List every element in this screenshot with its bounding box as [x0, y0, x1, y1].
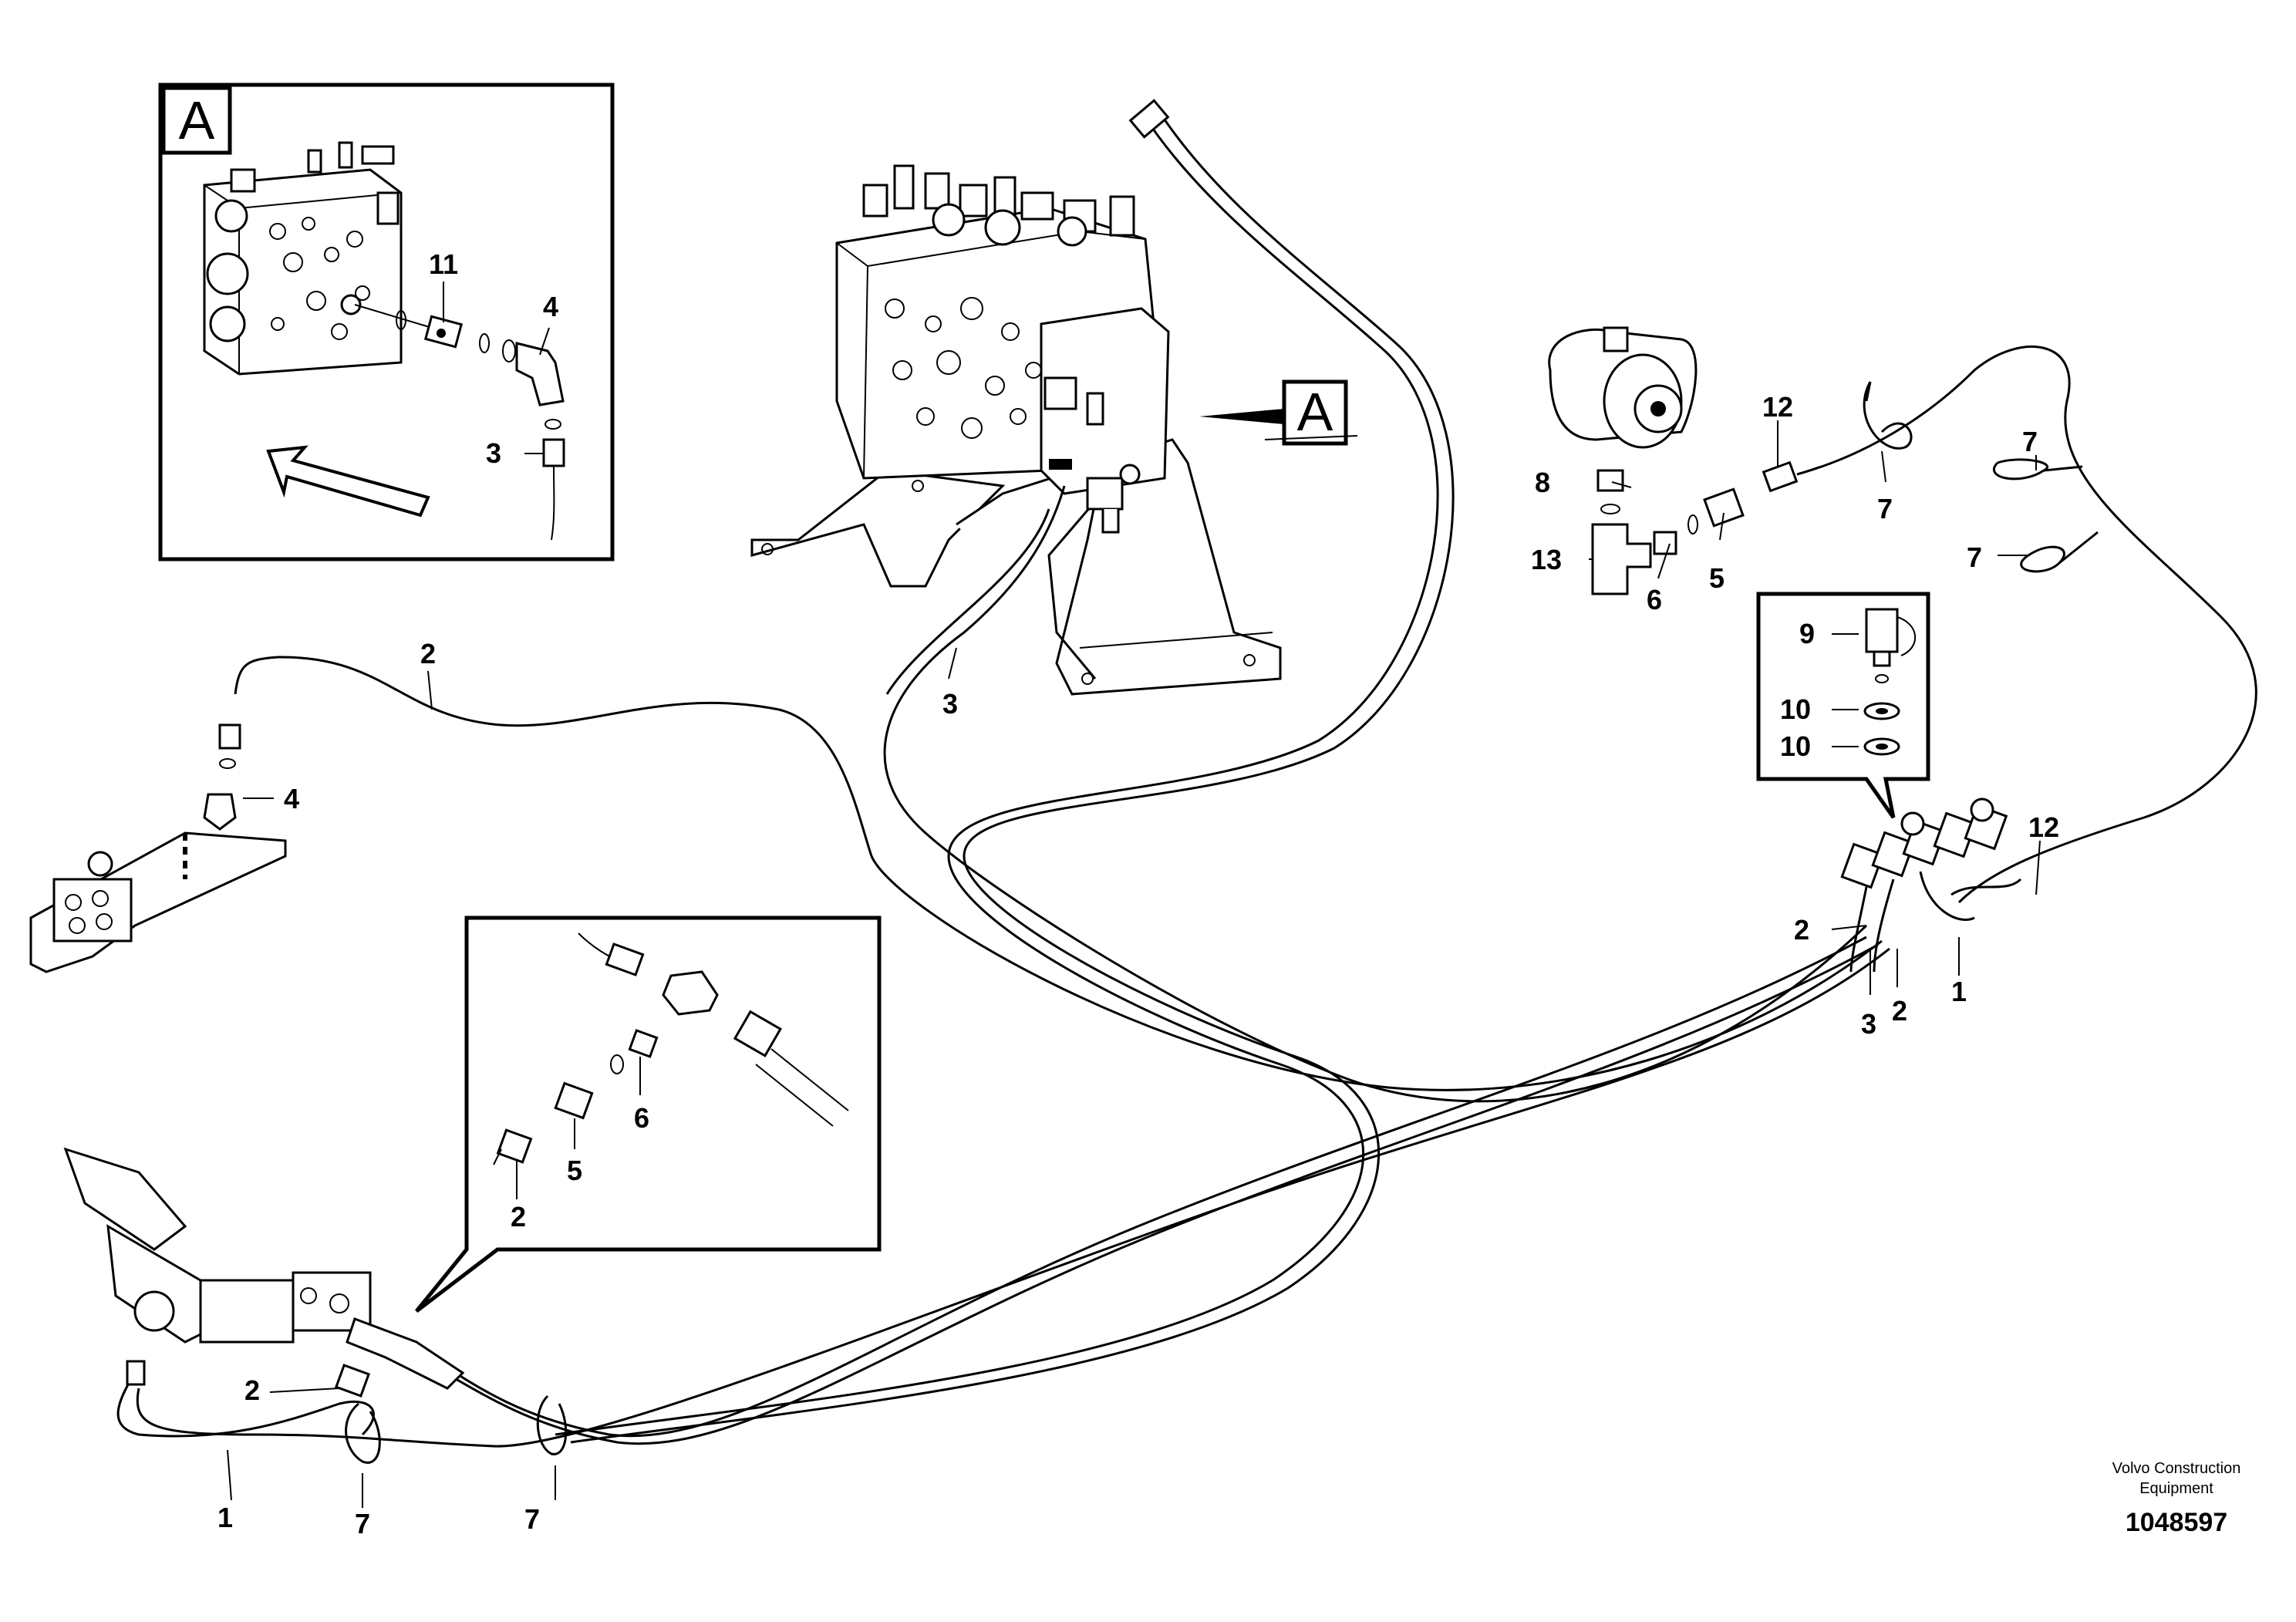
- pedal-assembly: [63, 1147, 465, 1398]
- sensor-9: [1865, 608, 1899, 653]
- callout-5-top: 5: [1709, 562, 1725, 594]
- view-marker-letter: A: [1297, 382, 1333, 442]
- callout-7-bottom-a: 7: [355, 1508, 370, 1539]
- callout-9: 9: [1799, 618, 1815, 649]
- callout-2-right-b: 2: [1892, 995, 1907, 1027]
- callout-12-top: 12: [1762, 391, 1793, 423]
- callout-1-right: 1: [1951, 976, 1967, 1007]
- tee-fitting-13: [1591, 523, 1652, 595]
- test-port-group: [1840, 798, 2008, 973]
- callout-a11: 11: [429, 248, 458, 280]
- view-marker-a: A: [1199, 379, 1348, 446]
- document-number: 1048597: [2126, 1508, 2227, 1537]
- callout-6-detail: 6: [634, 1102, 649, 1134]
- callout-a4: 4: [543, 291, 558, 322]
- cable-ties-top: [1863, 381, 2099, 573]
- callout-3-right: 3: [1861, 1008, 1876, 1040]
- pilot-valve-bracket: [29, 723, 287, 973]
- fitting-8: [1596, 469, 1624, 492]
- callout-3-valve: 3: [942, 688, 958, 720]
- fitting-6: [1653, 531, 1677, 555]
- callout-10-b: 10: [1780, 730, 1811, 762]
- callout-4-left: 4: [284, 783, 299, 814]
- callout-a3: 3: [486, 437, 501, 469]
- main-control-valve: [750, 164, 1282, 696]
- callout-12-right: 12: [2028, 811, 2059, 843]
- view-direction-arrow: [266, 445, 430, 518]
- cable-ties-bottom: [345, 1394, 568, 1464]
- callout-7-bottom-b: 7: [524, 1503, 540, 1535]
- callout-2-bottom: 2: [244, 1374, 260, 1406]
- callout-7-top-c: 7: [1967, 541, 1982, 573]
- callout-6-top: 6: [1647, 584, 1662, 615]
- callout-10-a: 10: [1780, 693, 1811, 725]
- hose-lines: [116, 99, 2257, 1448]
- callout-13: 13: [1531, 544, 1562, 575]
- callout-2-right: 2: [1794, 914, 1809, 946]
- callout-2-top: 2: [420, 638, 436, 669]
- detail-a-fittings: [354, 304, 565, 541]
- hydraulic-pump: [1548, 326, 1698, 449]
- callout-2-detail: 2: [511, 1201, 526, 1233]
- brand-line-2: Equipment: [2139, 1480, 2213, 1497]
- detail-sensor-box: [1756, 592, 1930, 819]
- fitting-12: [1762, 460, 1799, 493]
- detail-a-letter: A: [179, 90, 215, 150]
- callout-5-detail: 5: [567, 1155, 582, 1186]
- leader-lines: [227, 420, 2041, 1508]
- brand-line-1: Volvo Construction: [2112, 1460, 2241, 1477]
- detail-a-frame: A: [158, 83, 615, 561]
- nut-5: [1703, 487, 1745, 528]
- callout-7-top-a: 7: [1877, 493, 1893, 524]
- fitting-chain-top: [1591, 460, 1821, 595]
- control-valve-detail: [203, 141, 403, 376]
- callout-1-bottom: 1: [217, 1502, 233, 1533]
- callout-8: 8: [1535, 467, 1550, 498]
- detail-fitting-box: [415, 916, 882, 1313]
- detail-a-letter-box: [161, 86, 232, 155]
- callout-7-top-b: 7: [2022, 426, 2038, 457]
